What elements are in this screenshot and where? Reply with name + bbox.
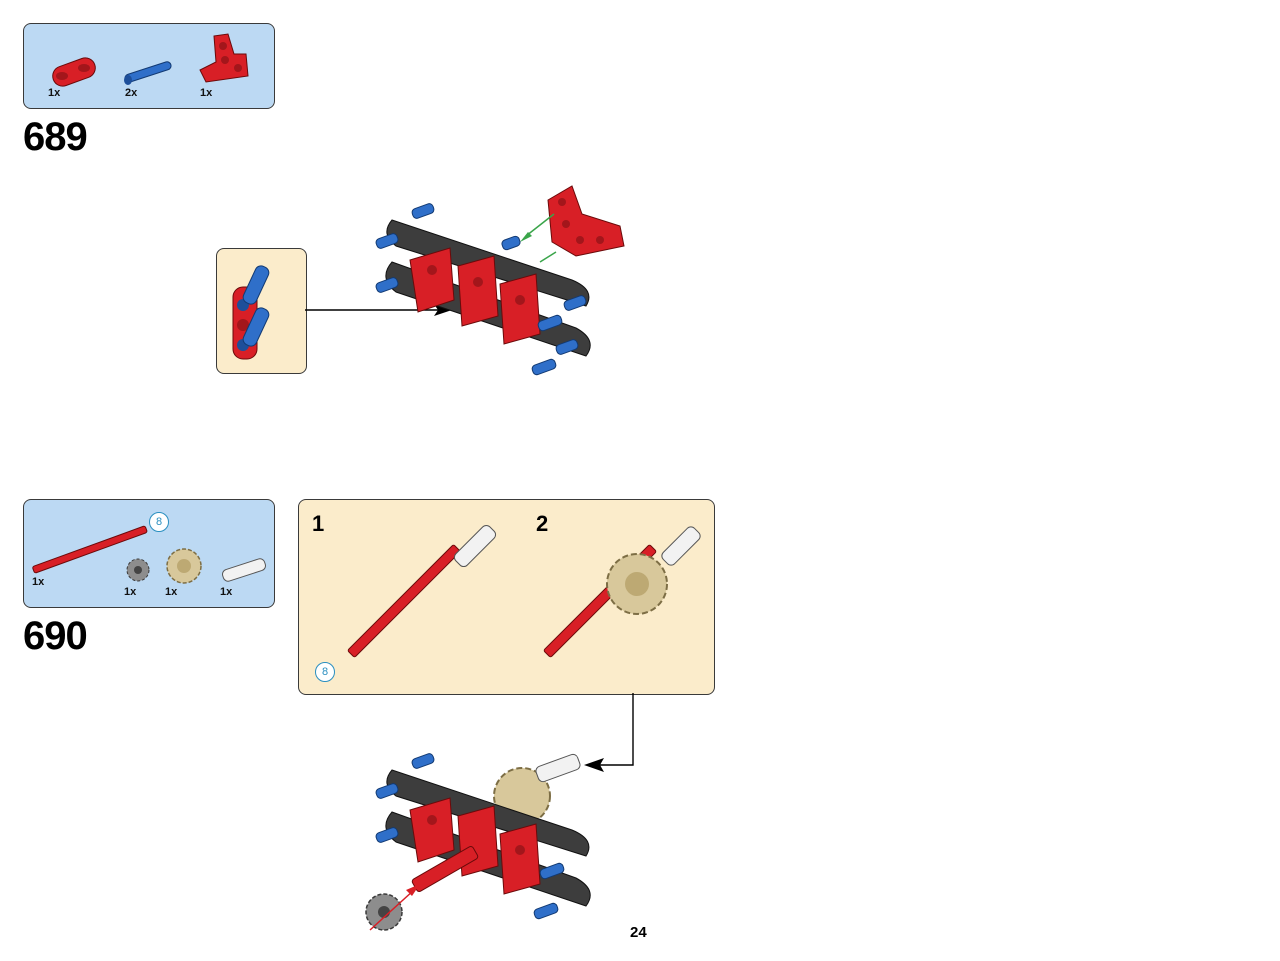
part-qty: 1x — [32, 576, 45, 588]
gray-gear-incoming-icon — [365, 893, 403, 931]
red-t-beam-part-icon — [199, 33, 249, 83]
green-arrow-head-icon — [520, 232, 532, 242]
parts-list-690: 8 1x 1x 1x 1x — [23, 499, 275, 608]
arrow-head-icon — [584, 758, 604, 772]
red-beam-part-icon — [52, 57, 96, 87]
blue-pin-part-icon — [124, 61, 172, 85]
callout-689-art — [232, 265, 270, 360]
white-connector-part-icon — [222, 558, 266, 582]
red-arrow-head-icon — [406, 884, 420, 896]
beam-with-pins-icon — [232, 265, 270, 360]
part-qty: 1x — [220, 586, 233, 598]
callout-connector-line — [598, 693, 634, 766]
green-arrow-line — [539, 251, 557, 263]
substep-number: 1 — [312, 511, 325, 536]
red-axle-part-icon — [32, 525, 148, 574]
arrow-head-icon — [434, 304, 452, 316]
gray-gear-part-icon — [126, 558, 150, 582]
substep-number: 2 — [536, 511, 549, 536]
parts-list-689-art — [52, 33, 249, 87]
substep-2-art — [543, 526, 701, 658]
callout-690: 1 2 8 — [298, 499, 715, 695]
substep-1-art — [347, 524, 497, 658]
tan-gear-part-icon — [166, 548, 202, 584]
part-qty: 1x — [48, 87, 61, 99]
axle-length-badge: 8 — [315, 662, 335, 682]
assembly-689 — [375, 203, 591, 376]
assembly-690 — [375, 753, 591, 920]
red-arrow-line — [369, 889, 415, 931]
part-qty: 1x — [200, 87, 213, 99]
part-qty: 2x — [125, 87, 138, 99]
step-number-690: 690 — [23, 614, 88, 658]
green-arrow-line — [525, 213, 555, 237]
step-number-689: 689 — [23, 115, 88, 159]
axle-length-badge: 8 — [149, 512, 169, 532]
page-number: 24 — [630, 924, 647, 941]
callout-690-art — [347, 524, 701, 658]
part-qty: 1x — [165, 586, 178, 598]
red-t-beam-incoming-icon — [547, 185, 625, 257]
parts-list-690-art — [32, 525, 266, 584]
part-qty: 1x — [124, 586, 137, 598]
parts-list-689: 1x 2x 1x — [23, 23, 275, 109]
callout-689 — [216, 248, 307, 374]
